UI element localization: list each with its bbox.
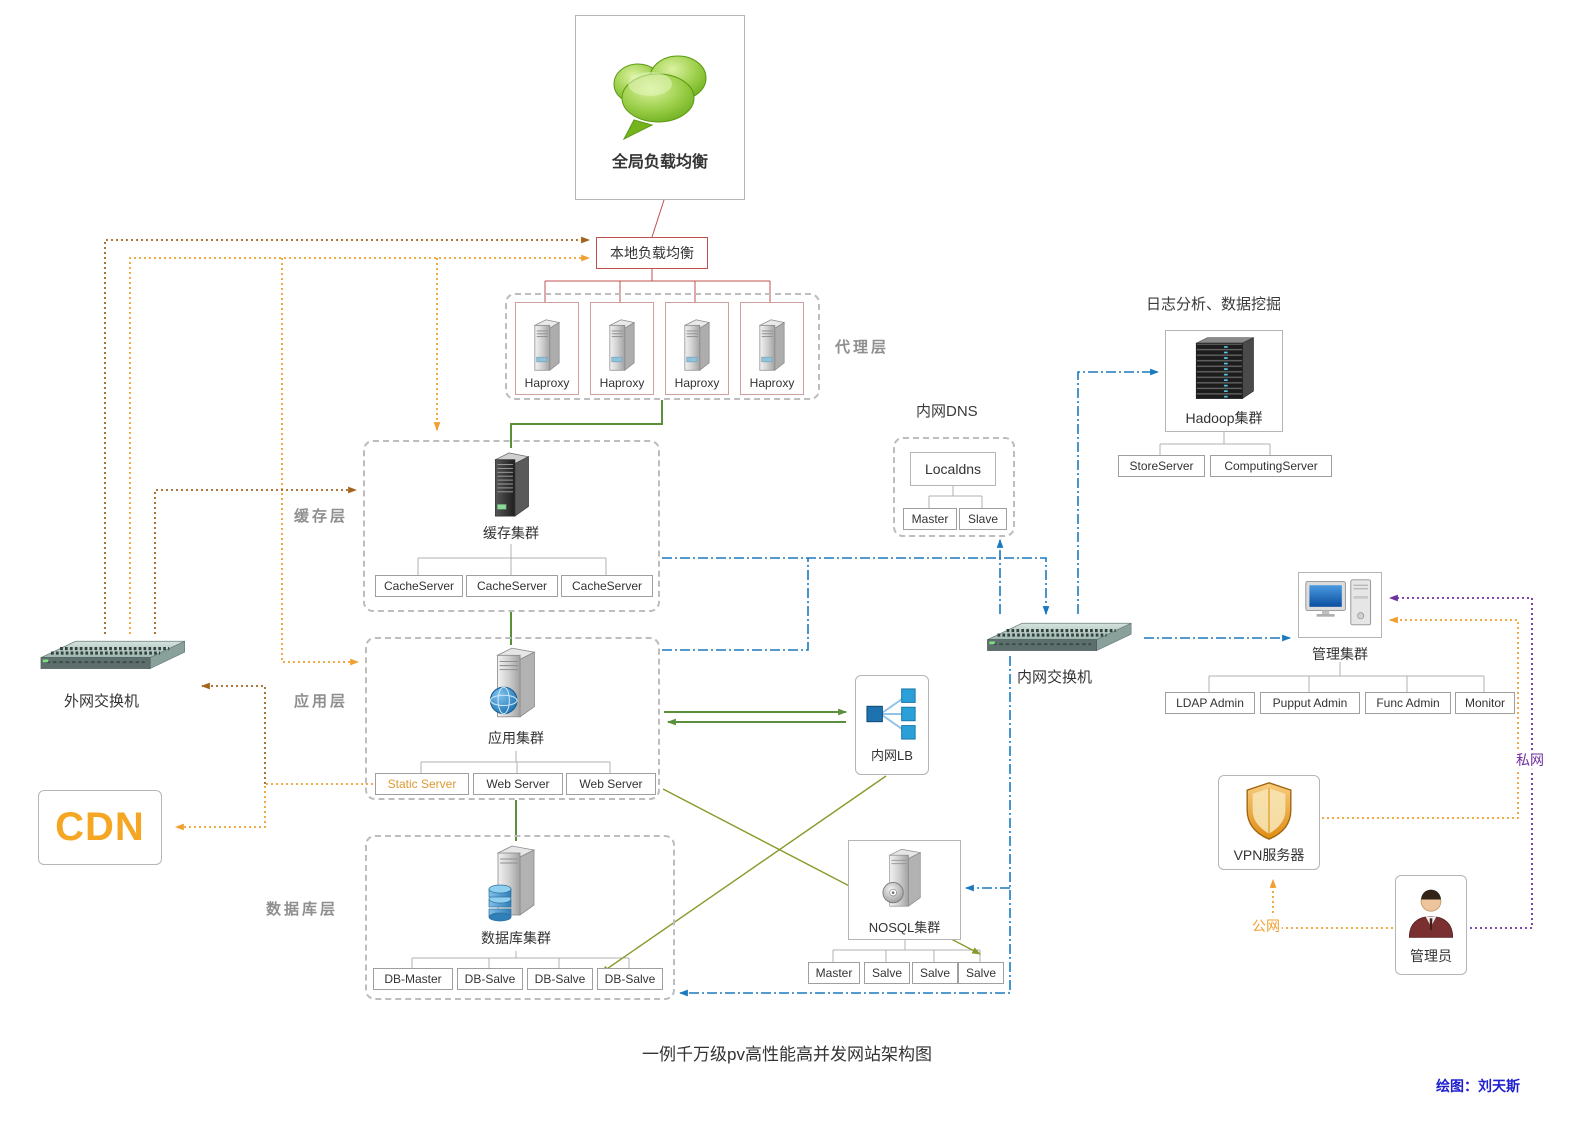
mgmt-cluster-node	[1298, 572, 1382, 638]
database-server-icon	[484, 841, 548, 925]
dns-main-label: Localdns	[924, 461, 982, 477]
vpn-label: VPN服务器	[1233, 846, 1305, 863]
cache-cluster-label: 缓存集群	[483, 525, 539, 541]
external-switch-icon	[30, 634, 192, 674]
dark-server-icon	[485, 448, 537, 520]
diagram-title: 一例千万级pv高性能高并发网站架构图	[642, 1045, 932, 1064]
cache-server-box: CacheServer	[561, 575, 653, 597]
app-layer-box	[365, 637, 660, 800]
credit-label: 绘图：刘天斯	[1436, 1080, 1520, 1095]
nosql-node-box: Salve	[864, 962, 910, 984]
proxy-server-label: Haproxy	[599, 376, 645, 390]
person-icon	[1404, 884, 1458, 942]
dns-main-node: Localdns	[910, 452, 996, 486]
proxy-server-node: Haproxy	[665, 302, 729, 395]
mgmt-node-box: Monitor	[1455, 692, 1515, 714]
nosql-node-box: Salve	[912, 962, 958, 984]
shield-icon	[1243, 781, 1295, 841]
db-cluster-node: 数据库集群	[452, 841, 580, 948]
green-edges	[510, 400, 848, 841]
disk-server-icon	[877, 845, 933, 913]
nosql-cluster-node: NOSQL集群	[848, 840, 961, 940]
nosql-node-box: Master	[808, 962, 860, 984]
rack-icon	[1184, 334, 1264, 404]
dns-node-box: Master	[903, 508, 957, 530]
blue-edges	[662, 368, 1292, 997]
cache-layer-box	[363, 440, 660, 612]
local-lb-label: 本地负载均衡	[610, 245, 694, 261]
proxy-server-node: Haproxy	[515, 302, 579, 395]
hadoop-title: 日志分析、数据挖掘	[1146, 296, 1282, 313]
nosql-cluster-label: NOSQL集群	[868, 919, 941, 935]
cloud-icon	[599, 44, 721, 144]
public-net-label: 公网	[1250, 916, 1282, 936]
private-net-label: 私网	[1514, 750, 1546, 770]
db-server-box: DB-Salve	[527, 968, 593, 990]
brown-edges	[104, 236, 591, 784]
db-layer-label: 数据库层	[266, 901, 339, 918]
server-tower-icon	[753, 316, 791, 374]
internal-switch-label: 内网交换机	[1017, 669, 1093, 686]
db-server-box: DB-Salve	[597, 968, 663, 990]
app-layer-label: 应用层	[294, 693, 349, 710]
proxy-server-node: Haproxy	[740, 302, 804, 395]
server-tower-icon	[603, 316, 641, 374]
db-cluster-label: 数据库集群	[481, 930, 551, 946]
dns-title: 内网DNS	[916, 403, 978, 420]
server-tower-icon	[678, 316, 716, 374]
mgmt-cluster-label: 管理集群	[1312, 646, 1368, 662]
cache-server-box: CacheServer	[375, 575, 463, 597]
db-server-box: DB-Salve	[457, 968, 523, 990]
proxy-layer-label: 代理层	[835, 339, 890, 356]
hadoop-node-box: ComputingServer	[1210, 455, 1332, 477]
globe-server-icon	[485, 643, 547, 725]
vpn-node: VPN服务器	[1218, 775, 1320, 870]
dns-node-box: Slave	[959, 508, 1007, 530]
proxy-layer-box: Haproxy Haproxy Haproxy Haproxy	[505, 293, 820, 400]
proxy-server-label: Haproxy	[749, 376, 795, 390]
admin-node: 管理员	[1395, 875, 1467, 975]
red-edges	[544, 199, 771, 302]
external-switch-label: 外网交换机	[64, 693, 140, 710]
nosql-node-box: Salve	[958, 962, 1004, 984]
cache-server-box: CacheServer	[466, 575, 558, 597]
proxy-server-label: Haproxy	[524, 376, 570, 390]
hadoop-node-box: StoreServer	[1118, 455, 1205, 477]
proxy-server-node: Haproxy	[590, 302, 654, 395]
local-lb-node: 本地负载均衡	[596, 237, 708, 269]
db-layer-box	[365, 835, 675, 1000]
connector-trees	[411, 432, 1485, 968]
internal-lb-label: 内网LB	[871, 747, 913, 763]
internal-switch-icon	[975, 616, 1140, 656]
hadoop-cluster-label: Hadoop集群	[1185, 410, 1263, 426]
app-server-box: Static Server	[375, 773, 469, 795]
load-balancer-icon	[865, 687, 919, 741]
cache-cluster-node: 缓存集群	[447, 448, 575, 543]
internal-lb-node: 内网LB	[855, 675, 929, 775]
mgmt-node-box: Func Admin	[1365, 692, 1451, 714]
dns-box	[893, 437, 1015, 537]
cache-layer-label: 缓存层	[294, 508, 349, 525]
cdn-label: CDN	[55, 805, 145, 849]
proxy-server-label: Haproxy	[674, 376, 720, 390]
desktop-computer-icon	[1303, 578, 1377, 632]
global-lb-node: 全局负载均衡	[575, 15, 745, 200]
mgmt-node-box: Pupput Admin	[1260, 692, 1360, 714]
mgmt-node-box: LDAP Admin	[1165, 692, 1255, 714]
cdn-node: CDN	[38, 790, 162, 865]
app-cluster-node: 应用集群	[452, 643, 580, 748]
db-server-box: DB-Master	[373, 968, 453, 990]
app-cluster-label: 应用集群	[488, 730, 544, 746]
hadoop-cluster-node: Hadoop集群	[1165, 330, 1283, 432]
server-tower-icon	[528, 316, 566, 374]
app-server-box: Web Server	[566, 773, 656, 795]
app-server-box: Web Server	[473, 773, 563, 795]
global-lb-label: 全局负载均衡	[611, 153, 708, 171]
admin-label: 管理员	[1410, 948, 1452, 964]
